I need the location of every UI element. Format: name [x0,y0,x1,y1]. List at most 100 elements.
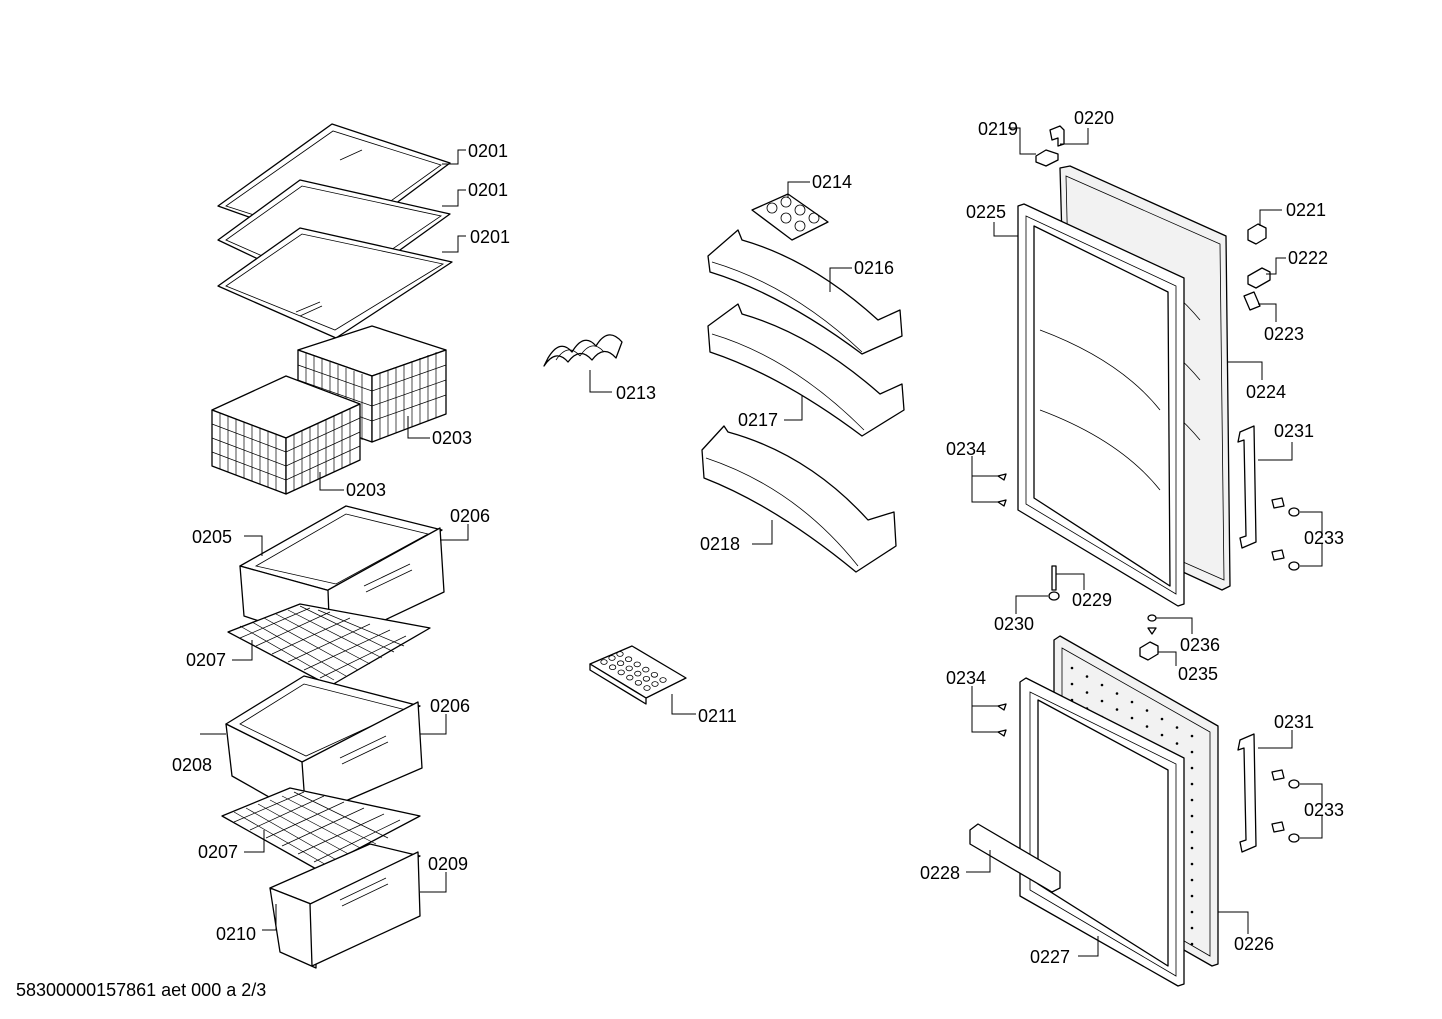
liner-dot [1175,742,1179,745]
callout-0211: 0211 [698,706,737,726]
callout-0233-a: 0233 [1304,528,1344,548]
liner-dot [1190,782,1194,786]
liner-dot [1190,942,1194,946]
liner-dot [1190,814,1194,818]
ice-cell [642,675,651,682]
hinge-0221 [1247,223,1267,245]
ice-cell [659,677,667,683]
callout-0231-b: 0231 [1274,712,1314,732]
liner-dot [1190,734,1194,738]
bushing-0230 [1048,591,1060,601]
callout-0230: 0230 [994,614,1034,634]
upper-door-gasket [1017,203,1185,607]
liner-dot [1085,675,1089,678]
callout-0206-b: 0206 [430,696,470,716]
callout-0213: 0213 [616,383,656,403]
liner-dot [1190,926,1194,930]
callout-0225: 0225 [966,202,1006,222]
bottle-rack [543,334,623,367]
ice-cell [608,655,616,661]
callout-0227: 0227 [1030,947,1070,967]
callout-0220: 0220 [1074,108,1114,128]
cap-0222 [1247,267,1271,289]
drawer-lower [225,675,423,819]
callout-0217: 0217 [738,410,778,430]
liner-dot [1100,699,1104,703]
screws-0234 [997,473,1007,737]
hinge-0220 [1049,125,1065,147]
callout-0224: 0224 [1246,382,1286,402]
ice-cell [624,656,633,662]
ice-cell [616,651,624,657]
callout-0223: 0223 [1264,324,1304,344]
ice-cell [626,674,634,681]
callout-0219: 0219 [978,119,1018,139]
callout-0226: 0226 [1234,934,1274,954]
ice-cell [600,659,608,665]
callout-0210: 0210 [216,924,256,944]
ice-cell [633,661,641,668]
liner-dot [1190,878,1194,882]
ice-cell [617,669,625,676]
liner-dot [1190,862,1194,866]
liner-dot [1190,894,1194,898]
callout-0207-b: 0207 [198,842,238,862]
liner-dot [1115,708,1119,711]
document-code: 58300000157861 aet 000 a 2/3 [16,980,267,1000]
drawer-bottom [269,843,421,969]
callout-0222: 0222 [1288,248,1328,268]
liner-dot [1190,846,1194,850]
pin-0229 [1051,565,1057,591]
wire-grid-lower [221,787,421,871]
liner-dot [1145,709,1149,712]
liner-dot [1190,766,1194,770]
liner-dot [1130,700,1134,704]
ice-cell [642,666,650,673]
ice-cell [608,664,617,670]
callout-0201-c: 0201 [470,227,510,247]
liner-dot [1130,716,1134,720]
bracket-0235 [1139,641,1159,661]
lower-door-trim-0228 [969,823,1061,893]
screws-0233 [1271,497,1300,843]
liner-dot [1145,725,1149,728]
callout-0214: 0214 [812,172,852,192]
callout-0233-b: 0233 [1304,800,1344,820]
callout-0231-a: 0231 [1274,421,1314,441]
ice-cube-tray [589,645,687,705]
callout-leaders [200,127,1323,957]
liner-dot [1085,691,1089,694]
callout-0207-a: 0207 [186,650,226,670]
callout-0203-a: 0203 [432,428,472,448]
door-shelf-middle [707,303,905,437]
liner-dot [1070,682,1074,686]
callout-0209: 0209 [428,854,468,874]
lower-door-gasket [1019,677,1185,987]
ice-cell [634,679,643,686]
callout-0236: 0236 [1180,635,1220,655]
liner-dot [1190,798,1194,802]
wire-basket-front [211,375,361,495]
door-shelf-lower [701,425,897,573]
callout-0228: 0228 [920,863,960,883]
ice-cell [625,665,633,672]
callout-0208: 0208 [172,755,212,775]
callout-0218: 0218 [700,534,740,554]
liner-dot [1175,726,1179,729]
callout-0206-a: 0206 [450,506,490,526]
egg-tray [751,193,829,241]
glass-shelf-bottom [217,227,453,339]
liner-dot [1190,910,1194,914]
liner-dot [1100,683,1104,687]
door-shelf-upper [707,229,903,355]
callout-0205: 0205 [192,527,232,547]
ice-cell [643,685,651,691]
liner-dot [1190,830,1194,834]
handle-upper-0231 [1237,425,1257,549]
ice-cell [616,660,625,666]
ice-cell [634,670,642,677]
liner-dot [1190,750,1194,754]
callout-0201-b: 0201 [468,180,508,200]
cap-0223 [1243,291,1261,311]
